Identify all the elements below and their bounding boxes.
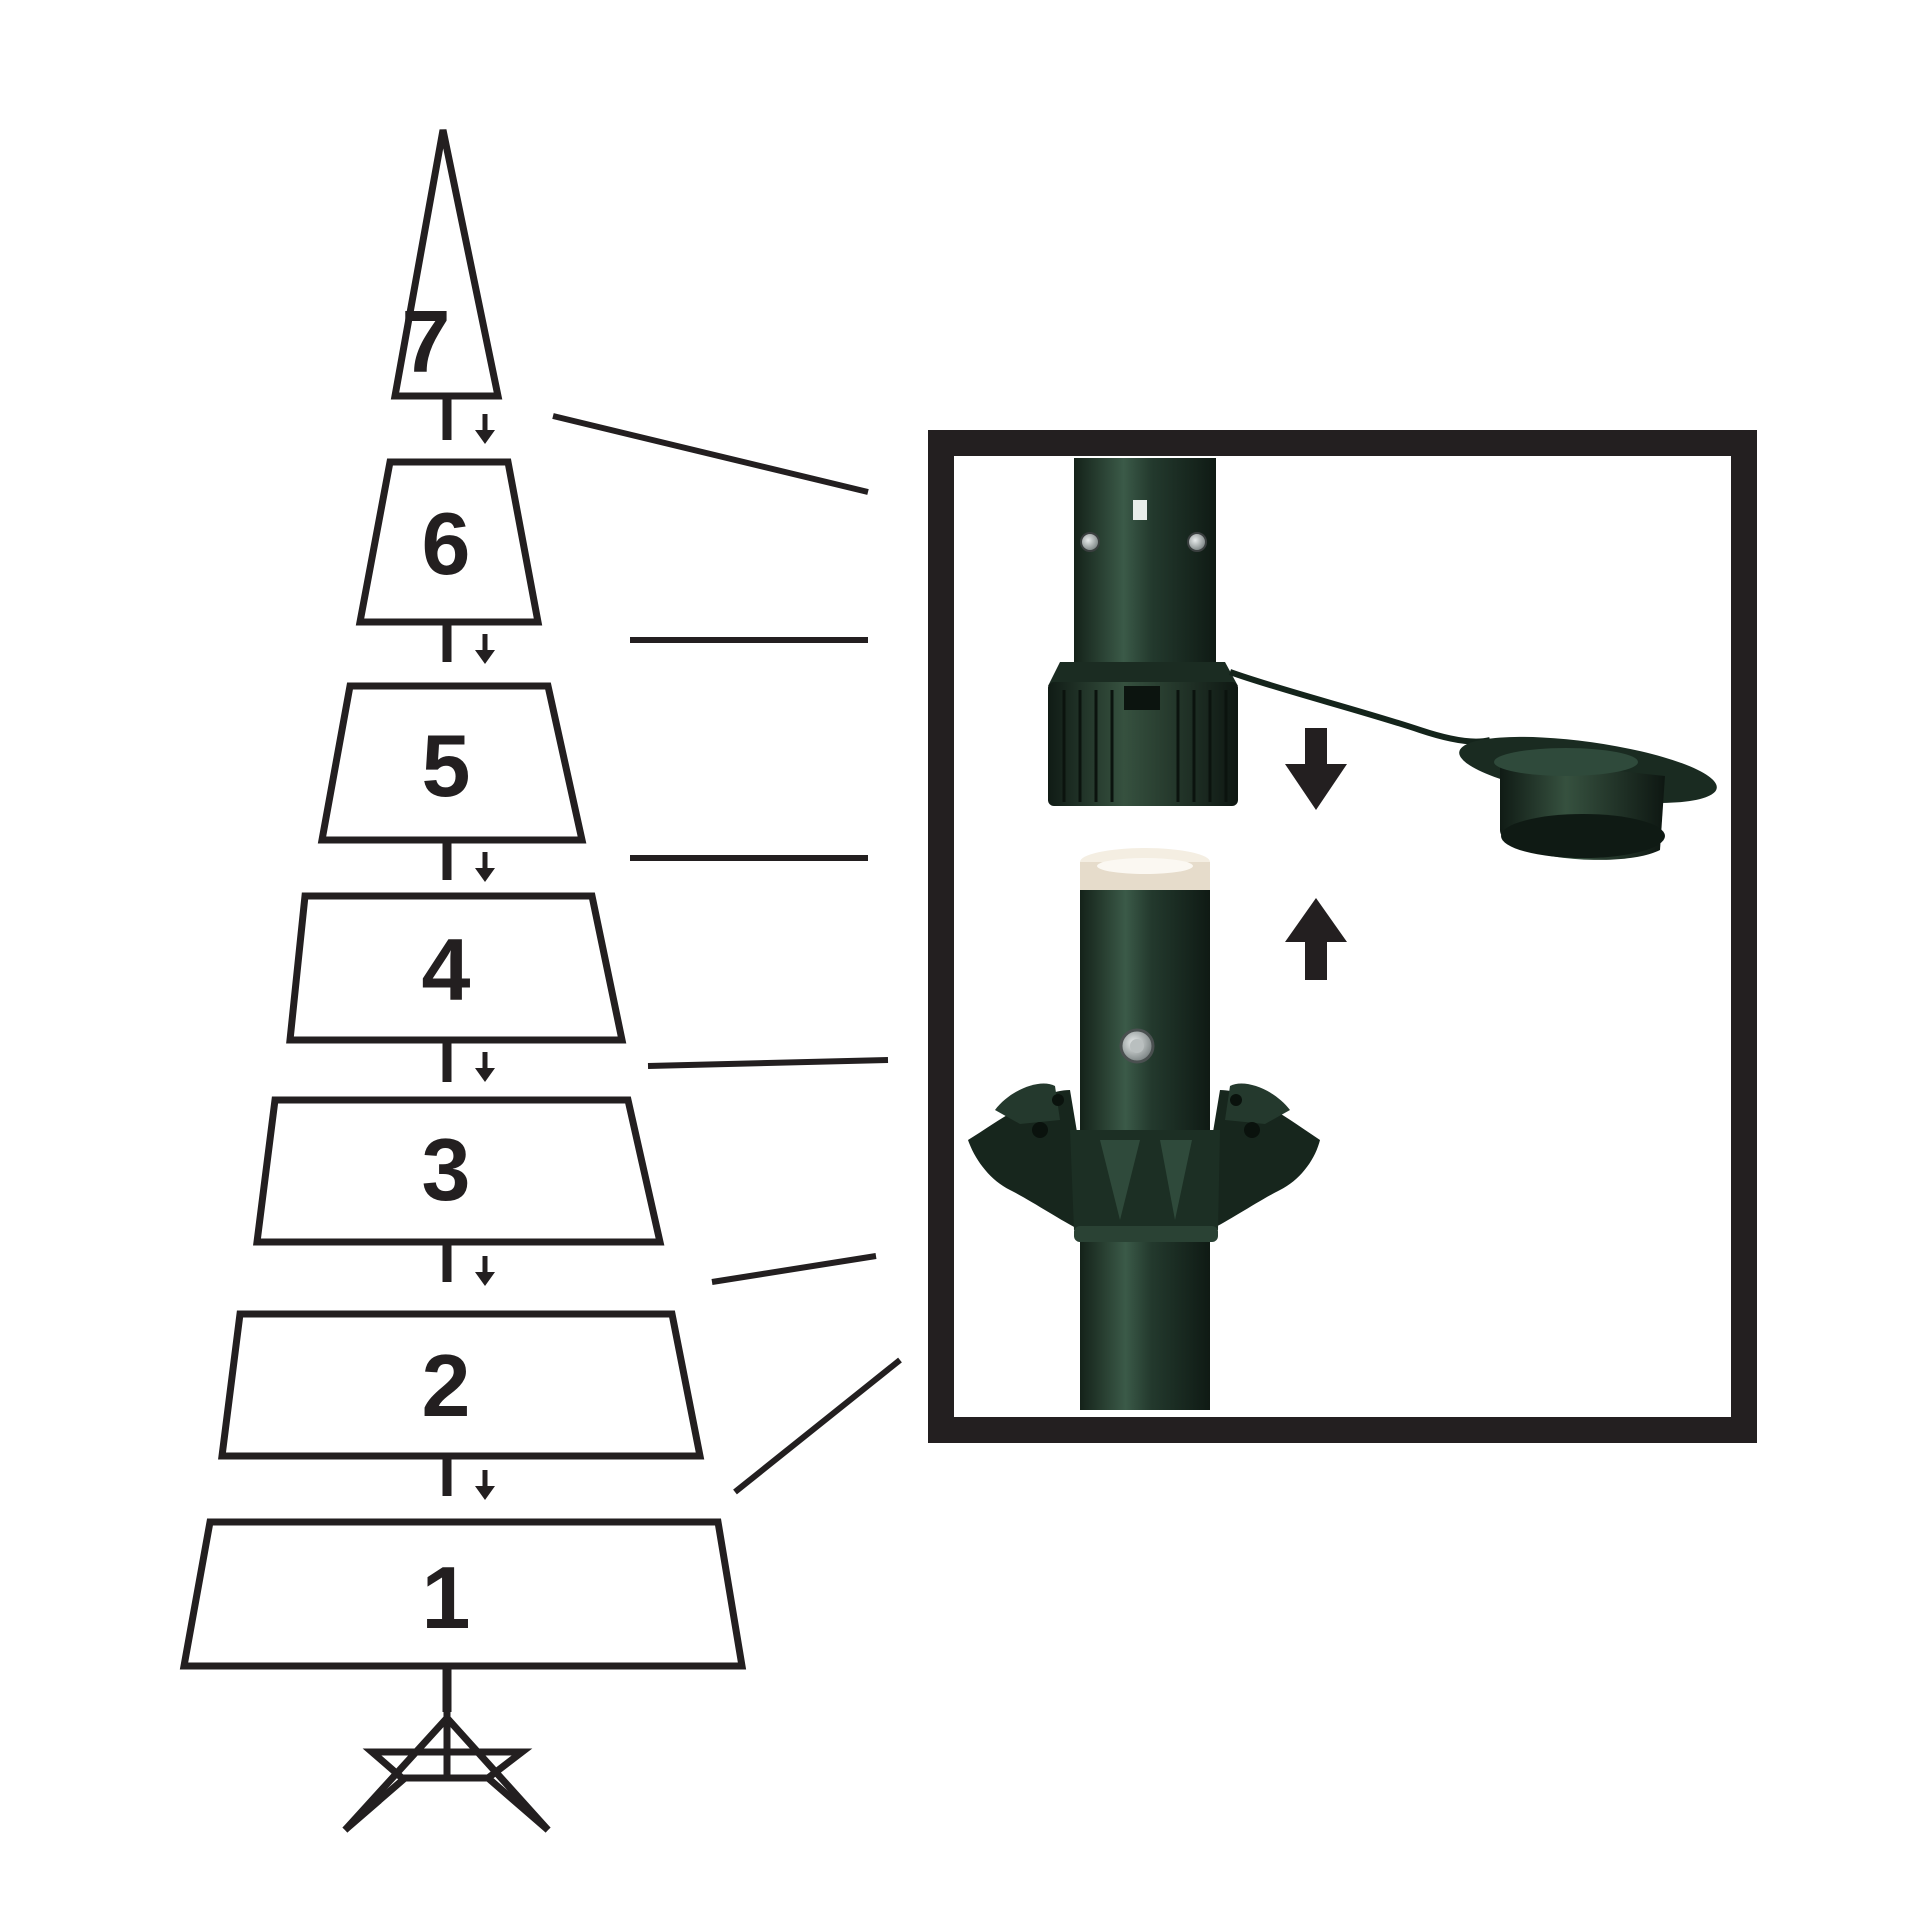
tree-section-2	[218, 1310, 705, 1460]
arrow-up-icon	[1285, 898, 1347, 980]
tree-section-3	[253, 1096, 665, 1246]
tree-section-1	[179, 1518, 747, 1670]
arrow-down-icon	[475, 414, 495, 1500]
tree-section-7	[390, 129, 503, 400]
pole-connector-photo	[968, 458, 1717, 1410]
tree-stand-icon	[342, 1712, 551, 1833]
section-label-1: 1	[422, 1548, 471, 1647]
section-label-7: 7	[402, 292, 451, 391]
section-label-3: 3	[422, 1120, 471, 1219]
tree-section-6	[355, 458, 543, 626]
tree-section-4	[286, 892, 627, 1044]
section-label-5: 5	[422, 716, 471, 815]
tree-section-5	[317, 682, 587, 844]
callout-lines	[552, 413, 902, 1495]
section-label-6: 6	[422, 494, 471, 593]
section-label-4: 4	[422, 920, 471, 1019]
section-label-2: 2	[422, 1336, 471, 1435]
arrow-down-icon	[1285, 728, 1347, 810]
